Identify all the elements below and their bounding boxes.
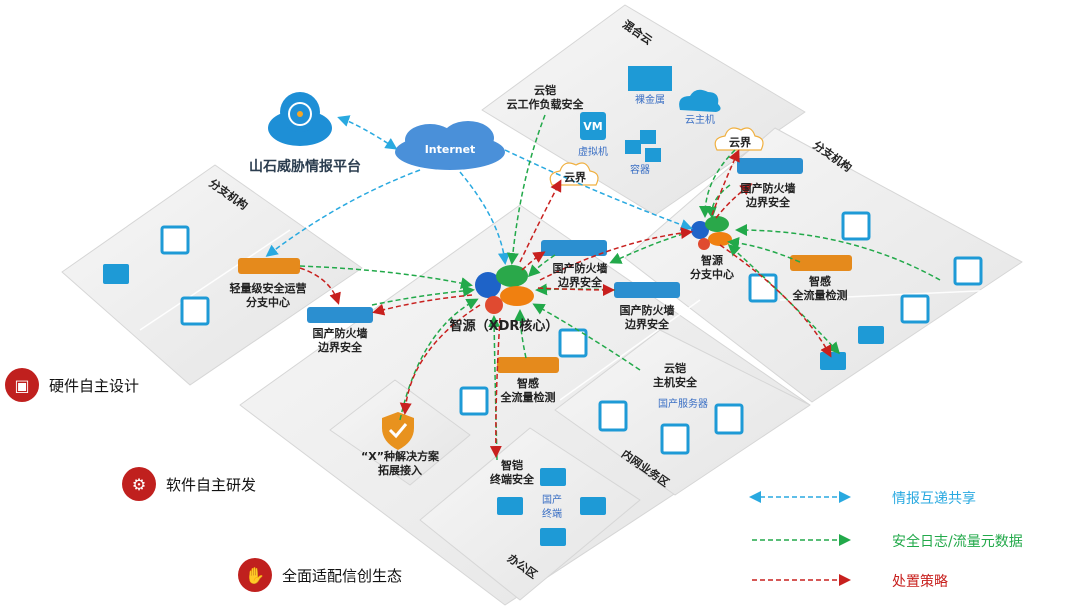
cloud-boundary-left-icon	[549, 162, 599, 186]
domestic-server-icon	[714, 403, 744, 435]
feature-software: ⚙ 软件自主研发	[122, 467, 256, 501]
platform-branch-left	[61, 164, 363, 386]
firewall-center-top-icon	[541, 240, 607, 256]
vm-label: 虚拟机	[578, 147, 608, 158]
fw-center-top-label: 国产防火墙 边界安全	[552, 262, 608, 289]
feature-label: 全面适配信创生态	[282, 566, 403, 585]
server-icon	[459, 386, 489, 416]
chip-icon: ▣	[5, 368, 39, 402]
terminal-icon	[540, 528, 566, 546]
sensor-right-label: 智感 全流量检测	[792, 275, 848, 302]
legend-label: 安全日志/流量元数据	[892, 534, 1023, 550]
cloud-boundary-left-label: 云界	[564, 171, 586, 184]
terminal-icon	[497, 497, 523, 515]
xdr-core-label: 智源（XDR核心）	[449, 319, 559, 334]
terminal-icon	[858, 326, 884, 344]
domestic-server-icon	[598, 400, 628, 432]
light-soc-icon	[238, 258, 300, 274]
cloud-host-label: 云主机	[685, 115, 715, 126]
firewall-right-branch-icon	[737, 158, 803, 174]
server-icon	[748, 273, 778, 303]
server-icon	[180, 296, 210, 326]
server-icon	[900, 294, 930, 324]
threat-platform-label: 山石威胁情报平台	[249, 159, 361, 175]
cloud-boundary-right-label: 云界	[729, 136, 751, 149]
xdr-core-logo	[475, 265, 534, 314]
bare-metal-label: 裸金属	[635, 95, 665, 106]
feature-hardware: ▣ 硬件自主设计	[5, 368, 139, 402]
fw-left-label: 国产防火墙 边界安全	[312, 327, 368, 354]
shield-check-icon	[382, 412, 414, 450]
host-guard-label: 云铠 主机安全	[653, 362, 697, 389]
sensor-right-icon	[790, 255, 852, 271]
server-icon	[841, 211, 871, 241]
container-icon	[625, 140, 641, 154]
sensor-center-icon	[497, 357, 559, 373]
legend-info-share: 情报互递共享	[892, 488, 976, 508]
gear-icon: ⚙	[122, 467, 156, 501]
server-icon	[160, 225, 190, 255]
target-cloud-icon	[268, 92, 332, 146]
bare-metal-icon	[628, 66, 672, 91]
feature-label: 硬件自主设计	[49, 376, 140, 395]
cloud-boundary-right-icon	[714, 127, 764, 151]
cloud-guard-label: 云铠 云工作负载安全	[506, 84, 584, 111]
feature-ecosystem: ✋ 全面适配信创生态	[238, 558, 402, 592]
domestic-server-icon	[660, 423, 690, 455]
internet-label: Internet	[424, 143, 476, 156]
fw-right-branch-label: 国产防火墙 边界安全	[740, 182, 796, 209]
internet-cloud-icon	[395, 121, 505, 170]
firewall-center-right-icon	[614, 282, 680, 298]
legend-log-data: 安全日志/流量元数据	[892, 531, 1023, 551]
light-soc-label: 轻量级安全运营 分支中心	[229, 282, 307, 309]
sensor-center-label: 智感 全流量检测	[500, 377, 556, 404]
handshake-icon: ✋	[238, 558, 272, 592]
platform-office	[419, 427, 641, 601]
branch-center-logo	[691, 216, 732, 250]
vm-badge: VM	[583, 120, 603, 133]
terminal-icon	[820, 352, 846, 370]
pc-icon	[103, 264, 129, 284]
fw-center-right-label: 国产防火墙 边界安全	[619, 304, 675, 331]
legend-label: 处置策略	[892, 574, 948, 590]
cloud-host-icon	[679, 89, 721, 112]
server-icon	[953, 256, 983, 286]
container-label: 容器	[630, 165, 650, 176]
vm-icon	[580, 112, 606, 140]
branch-center-label: 智源 分支中心	[690, 254, 734, 281]
x-solution-label: “X”种解决方案 拓展接入	[361, 450, 439, 477]
terminal-icon	[580, 497, 606, 515]
domestic-server-label: 国产服务器	[658, 399, 708, 410]
endpoint-guard-label: 智铠 终端安全	[490, 459, 534, 486]
legend-policy: 处置策略	[892, 571, 948, 591]
terminal-icon	[540, 468, 566, 486]
legend-label: 情报互递共享	[892, 491, 976, 507]
platform-intranet	[554, 329, 811, 496]
domestic-terminal-label: 国产 终端	[542, 495, 562, 520]
firewall-left-icon	[307, 307, 373, 323]
server-icon	[558, 328, 588, 358]
feature-label: 软件自主研发	[166, 475, 257, 494]
